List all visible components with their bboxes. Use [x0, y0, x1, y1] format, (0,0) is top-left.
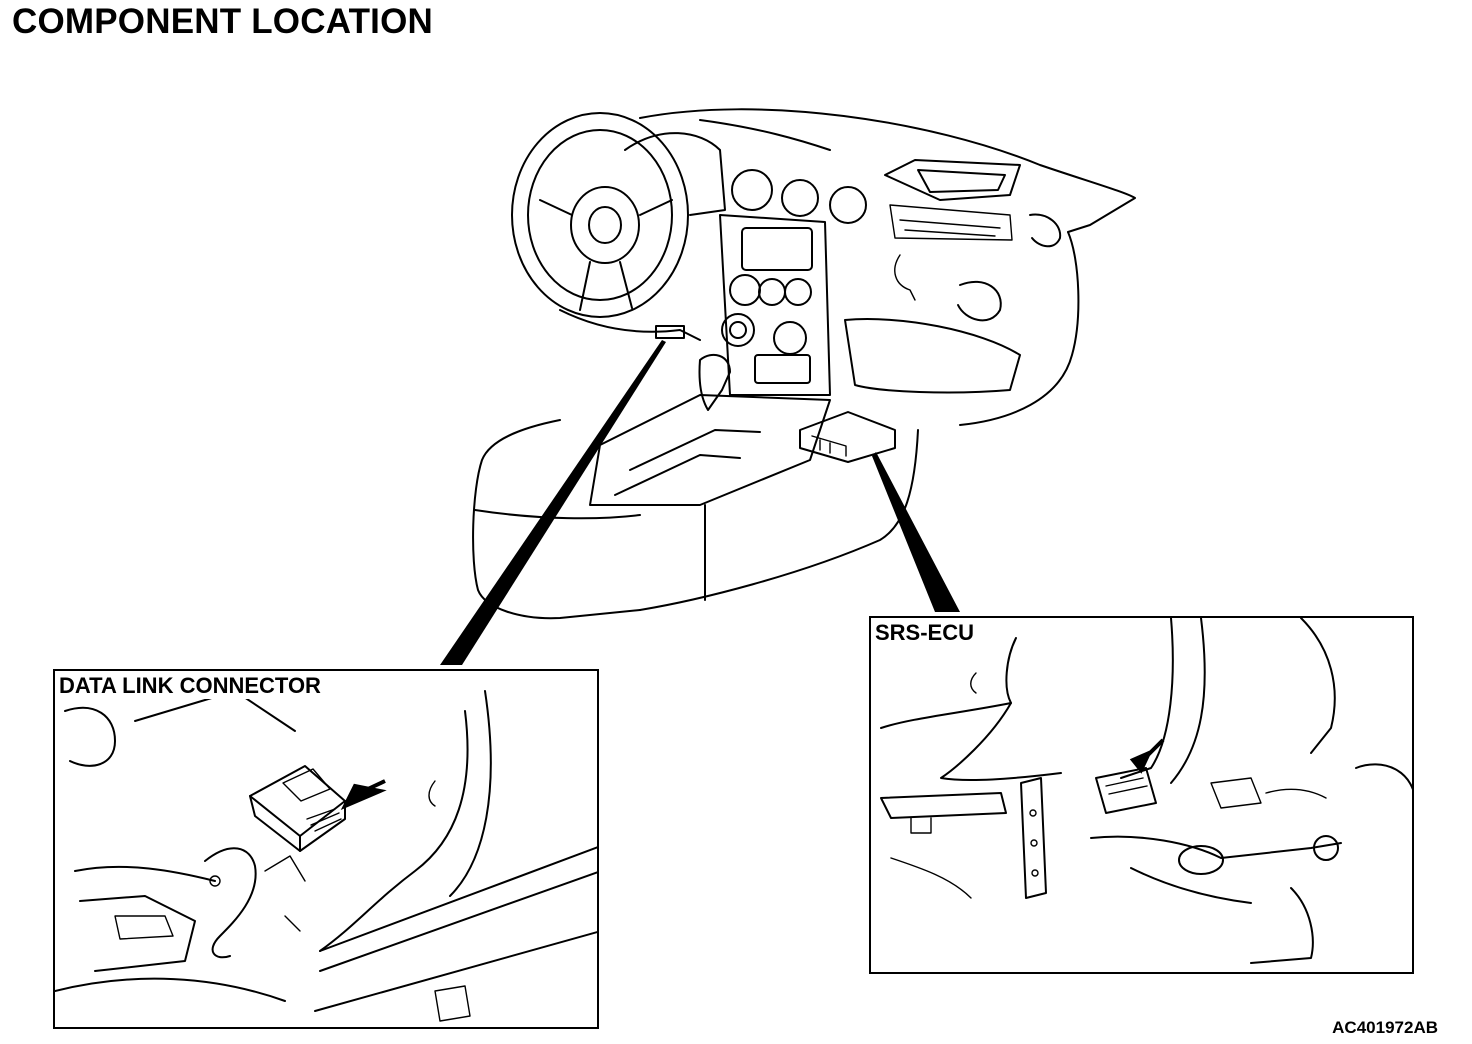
- data-link-connector-inset: DATA LINK CONNECTOR: [53, 669, 599, 1029]
- figure-code: AC401972AB: [1332, 1018, 1438, 1037]
- data-link-connector-label: DATA LINK CONNECTOR: [59, 673, 325, 699]
- data-link-connector-drawing: [55, 690, 597, 1022]
- leader-arrow-icon: [440, 340, 666, 665]
- srs-ecu-drawing: [880, 618, 1412, 964]
- srs-ecu-label: SRS-ECU: [875, 620, 979, 646]
- page-title: COMPONENT LOCATION: [12, 2, 433, 41]
- srs-ecu-inset: SRS-ECU: [869, 616, 1414, 974]
- steering-wheel-icon: [511, 112, 689, 318]
- pointer-arrow-icon: [340, 779, 387, 810]
